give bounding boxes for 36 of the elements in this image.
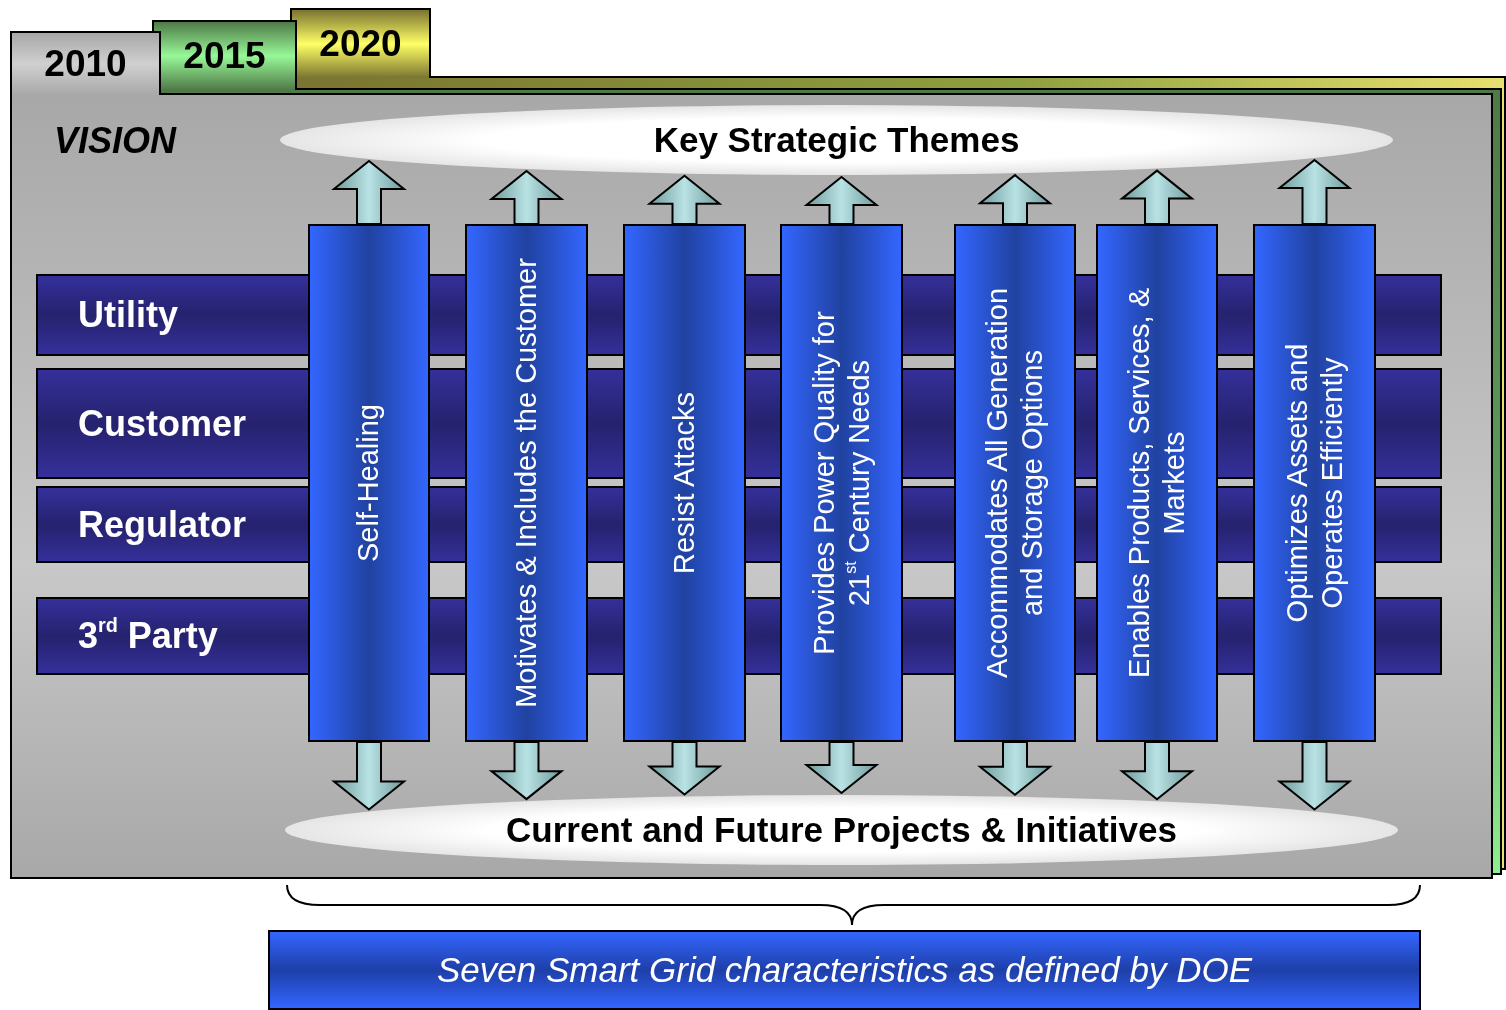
characteristic-pillar <box>954 224 1076 742</box>
block-arrow <box>646 174 723 225</box>
characteristic-pillar <box>623 224 746 742</box>
folder-tab: 2020 <box>290 8 431 78</box>
stakeholder-bar: Customer <box>36 368 309 479</box>
block-arrow <box>331 741 407 811</box>
block-arrow <box>977 741 1053 797</box>
characteristic-pillar <box>1253 224 1376 742</box>
stakeholder-bar: Utility <box>36 274 309 356</box>
block-arrow <box>488 741 565 801</box>
block-arrow <box>1119 741 1195 801</box>
characteristic-pillar <box>1096 224 1218 742</box>
pillar-label: Accommodates All Generation and Storage Options <box>979 286 1049 681</box>
block-arrow <box>488 169 565 225</box>
pillar-label: Resist Attacks <box>666 390 701 577</box>
characteristic-pillar <box>308 224 430 742</box>
pillar-label: Self-Healing <box>351 403 386 564</box>
stakeholder-bar: Regulator <box>36 486 309 563</box>
block-arrow <box>331 159 407 225</box>
block-arrow <box>1119 169 1195 225</box>
stakeholder-bar: 3$^{rd}$ Party <box>36 597 309 675</box>
pillar-label: Optimizes Assets and Operates Efficiently <box>1279 342 1349 625</box>
characteristic-pillar <box>465 224 588 742</box>
block-arrow <box>977 173 1053 225</box>
block-arrow <box>803 175 880 225</box>
block-arrow <box>1276 741 1353 811</box>
characteristic-pillar <box>780 224 903 742</box>
summary-banner: Seven Smart Grid characteristics as defined by DOE <box>268 930 1421 1010</box>
block-arrow <box>646 741 723 796</box>
folder-tab: 2010 <box>10 31 161 95</box>
section-label: VISION <box>54 120 178 163</box>
pillar-label: Motivates & Includes the Customer <box>508 257 543 710</box>
block-arrow <box>803 741 880 795</box>
folder-tab: 2015 <box>152 20 297 90</box>
block-arrow <box>1276 158 1353 225</box>
pillar-label: Enables Products, Services, & Markets <box>1121 286 1191 681</box>
